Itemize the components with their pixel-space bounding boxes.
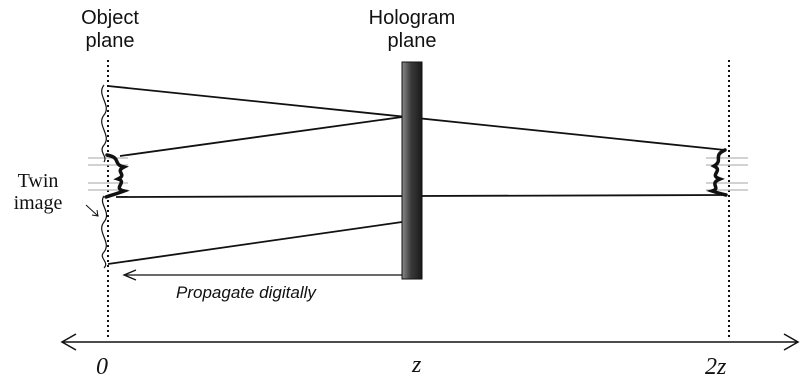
hologram-plane-label: Hologram plane — [360, 7, 464, 53]
propagate-digitally-label: Propagate digitally — [176, 283, 316, 302]
twin-image-label: Twin image — [8, 170, 68, 214]
axis-tick-0: 0 — [96, 354, 108, 380]
twin-image-label-line2: image — [13, 192, 63, 214]
propagate-arrow-icon — [122, 269, 402, 281]
hologram-plane-label-line2: plane — [387, 30, 437, 52]
object-plane-label-line1: Object — [81, 7, 139, 29]
hologram-plane-label-line1: Hologram — [368, 7, 456, 29]
twin-image-wave — [101, 84, 108, 269]
object-plane-label: Object plane — [78, 7, 142, 53]
object-plane-label-line2: plane — [85, 30, 135, 52]
axis-tick-z: z — [412, 352, 422, 378]
axis-tick-2z: 2z — [705, 354, 727, 380]
object-wave — [104, 153, 130, 199]
hologram-plate — [401, 61, 423, 280]
reconstructed-image-wave — [706, 148, 728, 197]
twin-image-label-line1: Twin — [17, 170, 59, 192]
axis-double-arrow-icon — [60, 333, 800, 351]
